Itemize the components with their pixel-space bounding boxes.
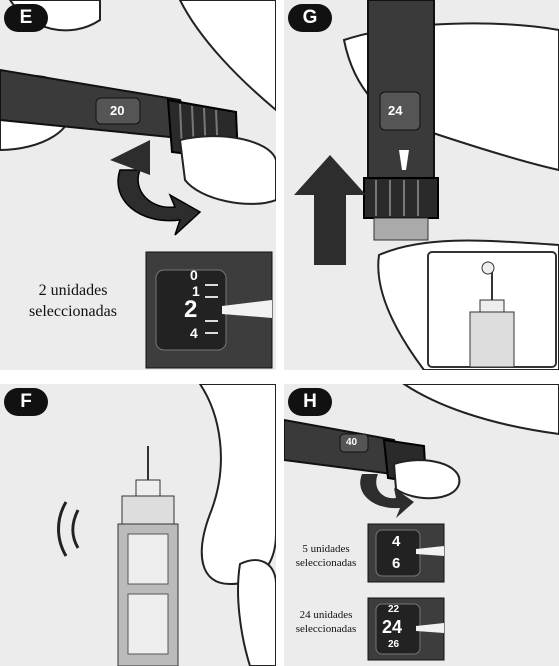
panel-f-badge: F [4,388,48,416]
finger-outline [198,384,276,586]
tap-mark-outer [57,501,68,557]
panel-f: F [0,384,276,666]
window-1-number-below: 6 [392,555,401,572]
hand-outline [402,384,559,436]
up-arrow [294,155,366,265]
pen-dose-digits: 20 [110,103,125,118]
dial-number-below: 4 [190,325,198,341]
lower-finger-outline [178,135,276,205]
pen-dose-window [95,97,141,125]
panel-e-illustration [0,0,276,369]
pen-dose-window [339,433,369,453]
rotate-arrow [117,169,202,236]
window-2-caption: 24 unidades seleccionadas [295,609,357,635]
panel-h-badge: H [288,388,332,416]
pen-dose-window [379,91,421,131]
panel-g: G 24 [284,0,559,370]
panel-g-illustration [294,0,559,370]
thumb-outline [237,559,276,666]
panel-f-illustration [57,384,276,666]
cartridge-window [127,533,169,585]
pen-dose-digits: 24 [388,103,403,118]
window-2-number-selected: 24 [382,617,403,637]
panel-g-badge: G [288,4,332,32]
panel-e-caption: 2 unidades seleccionadas [29,282,117,320]
window-1-caption: 5 unidades seleccionadas [295,543,357,569]
insulin-drop [481,261,495,275]
window-2-number-above: 22 [388,604,400,615]
pen-tip [121,495,175,527]
dial-number-above: 0 [190,267,198,283]
arrow-head [110,140,150,175]
dial-number-selected: 2 [184,296,198,323]
hand-outline [178,0,276,112]
dose-pointer [222,300,272,318]
window-2-number-below: 26 [388,639,400,650]
panel-h-illustration [284,384,559,661]
tap-mark-inner [71,509,80,549]
dial-number-above2: 1 [192,283,200,299]
rotate-arrow [360,474,414,518]
pen-plunger [373,217,429,241]
window-1-number-above: 4 [392,533,401,550]
needle-hub [135,479,161,499]
panel-e: E 20 2 unidades seleccionadas 0 1 2 4 [0,0,276,370]
panel-h: H 40 5 unidades seleccionadas 4 6 24 uni… [284,384,559,666]
pen-dose-digits: 40 [346,437,358,448]
finger-outline [392,459,461,500]
panel-e-badge: E [4,4,48,32]
pen-tip [469,311,515,368]
